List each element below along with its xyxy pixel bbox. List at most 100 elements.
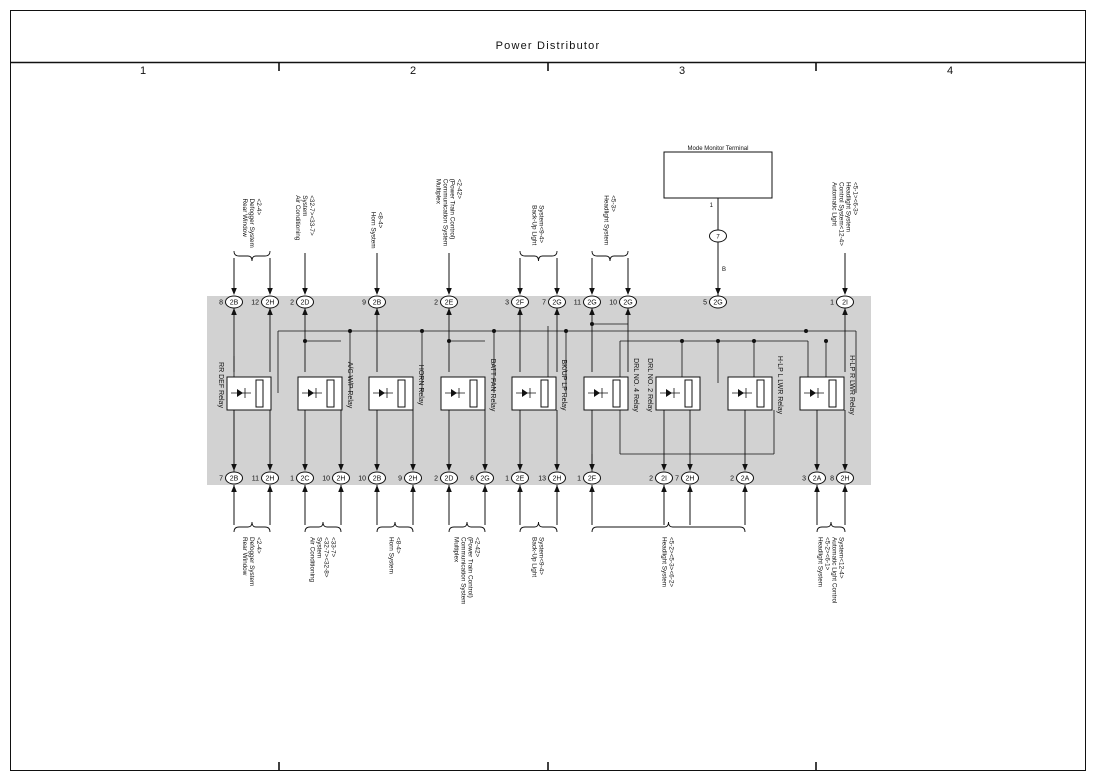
arrow-head (231, 485, 237, 492)
relay: DRL NO. 2 Relay (646, 358, 701, 412)
terminal-code: 2B (373, 476, 382, 483)
terminal-pin: 12 (251, 300, 259, 307)
arrow-head (267, 485, 273, 492)
label-line: Control System<12-4> (837, 182, 844, 246)
terminal-code: 2B (230, 300, 239, 307)
arrow-head (267, 464, 273, 471)
arrow-head (231, 288, 237, 295)
arrow-head (589, 485, 595, 492)
label-line: System<9-4> (537, 205, 544, 243)
terminal-code: 2A (813, 476, 822, 483)
label-line: <32-7><33-7> (308, 195, 315, 236)
terminal-code: 2H (553, 476, 562, 483)
terminal-code: 2D (445, 476, 454, 483)
terminal-pin: 9 (362, 300, 366, 307)
arrow-head (267, 308, 273, 315)
terminal-pin: 2 (730, 476, 734, 483)
arrow-head (715, 288, 721, 295)
label-line: Headlight System (844, 182, 851, 232)
label-line: <5-2><6-1> (823, 537, 830, 571)
arrow-head (554, 288, 560, 295)
terminal-pin: 8 (219, 300, 223, 307)
label-line: Air Conditioning (294, 195, 301, 241)
arrow-head (842, 485, 848, 492)
terminal-code: 2G (552, 300, 561, 307)
bottom-label-brace (591, 521, 746, 533)
bottom-label-brace (519, 521, 558, 533)
label-line: Horn System (387, 537, 394, 574)
bottom-terminal: 2D2 (434, 471, 458, 485)
bottom-terminal: 2H8 (830, 471, 854, 485)
terminal-pin: 1 (830, 300, 834, 307)
arrow-head (517, 464, 523, 471)
label-line: <2-4> (255, 199, 262, 216)
arrow-head (742, 464, 748, 471)
arrow-head (302, 308, 308, 315)
arrow-head (410, 464, 416, 471)
arrow-head (661, 464, 667, 471)
label-line: Automatic Light Control (830, 537, 837, 603)
arrow-head (302, 288, 308, 295)
label-line: <32-7><32-8> (322, 537, 329, 578)
label-line: Back-Up Light (530, 205, 537, 245)
arrow-head (814, 485, 820, 492)
arrow-head (446, 308, 452, 315)
terminal-code: 2B (373, 300, 382, 307)
relay-label: H-LP R LWR Relay (848, 355, 855, 415)
arrow-head (410, 485, 416, 492)
bottom-terminal: 2E1 (505, 471, 529, 485)
arrow-head (267, 288, 273, 295)
column-number: 3 (679, 65, 685, 77)
arrow-head (446, 288, 452, 295)
terminal-code: 2I (842, 300, 848, 307)
arrow-head (625, 288, 631, 295)
label-line: Multiplex (452, 537, 459, 563)
arrow-head (517, 485, 523, 492)
terminal-pin: 10 (358, 476, 366, 483)
top-label-brace (233, 250, 271, 262)
relay: RR DEF Relay (217, 362, 272, 411)
label-line: <5-3> (609, 195, 616, 212)
terminal-pin: 11 (574, 300, 581, 307)
label-line: Back-Up Light (530, 537, 537, 577)
terminal-pin: 3 (505, 300, 509, 307)
terminal-code: 2G (587, 300, 596, 307)
arrow-head (446, 485, 452, 492)
terminal-code: 2G (623, 300, 632, 307)
label-line: Air Conditioning (308, 537, 315, 583)
label-line: System<9-4> (537, 537, 544, 575)
relay: BK/UP LP Relay (511, 359, 567, 411)
terminal-pin: 2 (649, 476, 653, 483)
label-line: Defogger System (248, 199, 255, 248)
bottom-terminal: 2I2 (649, 471, 673, 485)
arrow-head (482, 485, 488, 492)
label-line: Multiplex (434, 179, 441, 205)
bottom-terminal: 2B7 (219, 471, 243, 485)
mode-monitor-pin: 1 (710, 203, 714, 209)
arrow-head (687, 485, 693, 492)
arrow-head (589, 308, 595, 315)
terminal-code: 2H (841, 476, 850, 483)
top-terminal: 2F3 (505, 295, 529, 309)
label-line: <33-7> (329, 537, 336, 558)
arrow-head (338, 464, 344, 471)
relay-label: HORN Relay (417, 365, 424, 406)
terminal-pin: 1 (290, 476, 294, 483)
page-title: Power Distributor (496, 40, 601, 52)
bottom-label-brace (304, 521, 342, 533)
relay-label: BATT FAN Relay (489, 359, 496, 412)
arrow-head (814, 464, 820, 471)
column-number: 2 (410, 65, 416, 77)
wire-color: B (722, 267, 726, 273)
arrow-head (687, 464, 693, 471)
label-line: Headlight System (602, 195, 609, 245)
bottom-system-label: Headlight System<5-2><5-3><6-2> (660, 537, 674, 587)
